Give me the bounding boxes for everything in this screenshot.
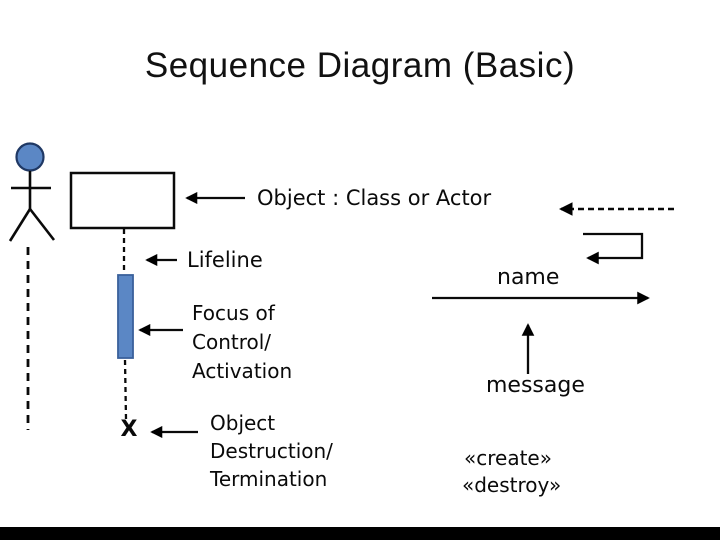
create-label: «create» xyxy=(464,446,552,470)
footer-bar xyxy=(0,527,720,540)
actor-head xyxy=(15,142,45,172)
message-name-label: name xyxy=(497,265,560,290)
destruction-label-line3: Termination xyxy=(210,467,328,491)
destruction-label-line2: Destruction/ xyxy=(210,439,333,463)
actor-right-leg xyxy=(28,208,56,241)
focus-label: Focus of Control/ Activation xyxy=(192,299,292,386)
focus-label-line3: Activation xyxy=(192,359,293,383)
slide-title: Sequence Diagram (Basic) xyxy=(144,46,576,85)
destruction-label-line1: Object xyxy=(210,411,276,435)
destruction-x-marker: X xyxy=(120,417,138,442)
destroy-label: «destroy» xyxy=(462,473,562,497)
destruction-label: Object Destruction/ Termination xyxy=(210,409,333,493)
activation-bar xyxy=(117,274,134,359)
focus-label-line1: Focus of xyxy=(192,301,275,325)
actor-figure xyxy=(8,142,56,242)
lifeline-label: Lifeline xyxy=(187,248,263,272)
message-label: message xyxy=(486,373,585,398)
focus-label-line2: Control/ xyxy=(192,330,272,354)
actor-left-leg xyxy=(8,208,32,242)
object-label: Object : Class or Actor xyxy=(257,186,492,210)
object-lifeline-lower xyxy=(123,359,128,420)
object-box xyxy=(69,171,176,230)
self-message-arrow xyxy=(583,232,644,265)
